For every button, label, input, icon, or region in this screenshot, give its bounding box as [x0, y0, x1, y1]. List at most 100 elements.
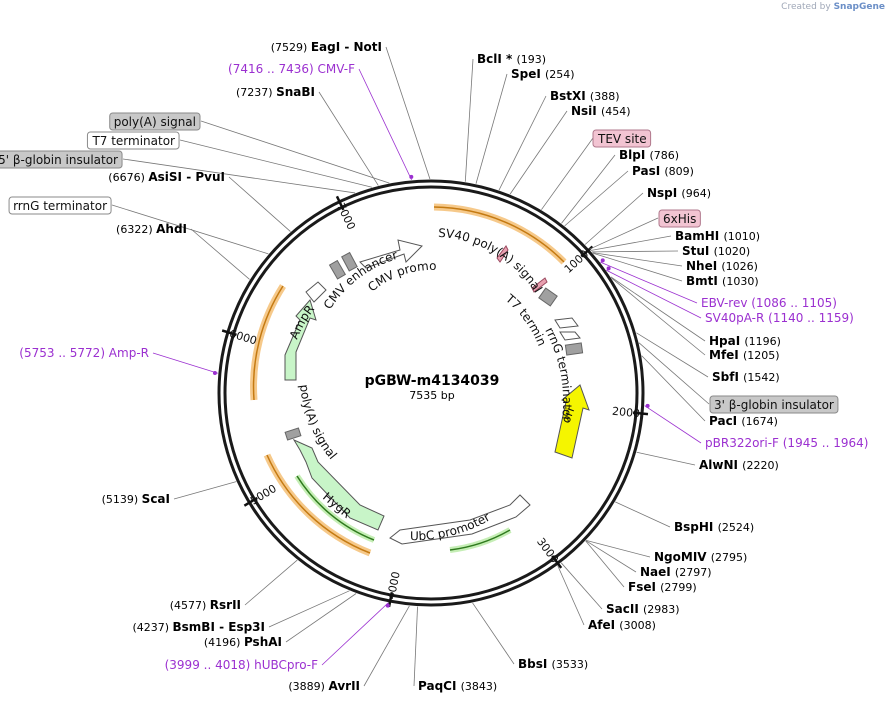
label-leader	[111, 204, 269, 255]
enzyme-position: (2524)	[718, 521, 755, 534]
t7-box	[554, 317, 579, 329]
enzyme-name: SbfI	[712, 370, 743, 384]
label-ori: ori	[559, 406, 577, 425]
enzyme-name: EagI - NotI	[311, 40, 382, 54]
enzyme-name: NaeI	[640, 565, 675, 579]
polya-box-3	[284, 427, 302, 441]
enzyme-site-label: (4577) RsrII	[170, 598, 241, 612]
leader-layer	[111, 46, 710, 687]
label-leader	[244, 559, 298, 606]
primer-site	[385, 603, 390, 608]
enzyme-site-label: (7529) EagI - NotI	[271, 40, 382, 54]
label-leader	[475, 73, 508, 184]
label-leader	[605, 269, 702, 319]
rrng-box	[559, 331, 581, 341]
label-leader	[591, 250, 679, 253]
enzyme-position: (6322)	[116, 223, 156, 236]
feature-box	[0, 150, 123, 169]
label-leader	[560, 562, 603, 610]
feature-box-label: rrnG terminator	[13, 199, 107, 213]
inner-features	[284, 239, 590, 545]
enzyme-site-label: (6322) AhdI	[116, 222, 187, 236]
enzyme-site-label: PaqCI (3843)	[418, 679, 497, 693]
enzyme-name: BsmBI - Esp3I	[173, 620, 265, 634]
feature-box	[658, 209, 701, 228]
tick-mark	[335, 195, 345, 211]
enzyme-name: BbsI	[518, 657, 552, 671]
enzyme-name: PasI	[632, 164, 664, 178]
tick-label: 7000	[334, 201, 358, 232]
polya-box-2	[341, 251, 358, 272]
enzyme-position: (193)	[516, 53, 546, 66]
enzyme-site-label: BmtI (1030)	[686, 274, 759, 288]
label-leader	[641, 355, 706, 422]
primer-label: SV40pA-R (1140 .. 1159)	[705, 311, 854, 325]
label-leader	[561, 154, 616, 224]
watermark-text: Created by	[781, 2, 831, 12]
enzyme-position: (4237)	[132, 621, 172, 634]
enzyme-name: SacII	[606, 602, 643, 616]
orange-arc-2-core	[252, 285, 284, 401]
label-leader	[541, 137, 594, 210]
label-leader	[385, 46, 431, 180]
enzyme-site-label: (6676) AsiSI - PvuI	[108, 170, 225, 184]
enzyme-name: PaqCI	[418, 679, 461, 693]
enzyme-position: (1020)	[714, 245, 751, 258]
enzyme-site-label: (5139) ScaI	[102, 492, 170, 506]
label-layer: (7529) EagI - NotI(7237) SnaBI(6676) Asi…	[0, 40, 868, 693]
feature-box-label: 5' β-globin insulator	[0, 153, 118, 167]
enzyme-name: AfeI	[588, 618, 619, 632]
label-leader	[268, 590, 350, 628]
enzyme-site-label: PacI (1674)	[709, 414, 778, 428]
label-leader	[363, 605, 410, 687]
primer-label: EBV-rev (1086 .. 1105)	[701, 296, 837, 310]
label-leader	[509, 110, 568, 195]
green-arc-2-core	[449, 529, 511, 551]
enzyme-site-label: StuI (1020)	[682, 244, 750, 258]
polya-box-1	[328, 259, 347, 280]
enzyme-position: (388)	[590, 90, 620, 103]
label-leader	[321, 602, 389, 666]
enzyme-site-label: NheI (1026)	[686, 259, 758, 273]
label-leader	[592, 252, 683, 282]
primer-site	[600, 258, 605, 263]
enzyme-name: HpaI	[709, 334, 744, 348]
enzyme-site-label: BbsI (3533)	[518, 657, 588, 671]
enzyme-position: (1010)	[723, 230, 760, 243]
enzyme-site-label: SbfI (1542)	[712, 370, 780, 384]
label-leader	[586, 540, 651, 558]
green-arc-1-core	[296, 475, 375, 541]
label-leader	[122, 158, 356, 194]
enzyme-position: (6676)	[108, 171, 148, 184]
enzyme-site-label: NgoMIV (2795)	[654, 550, 747, 564]
tick-mark	[221, 329, 237, 336]
feature-box	[709, 395, 839, 414]
enzyme-position: (1030)	[722, 275, 759, 288]
enzyme-name: NspI	[647, 186, 681, 200]
enzyme-position: (2220)	[742, 459, 779, 472]
label-leader	[615, 501, 671, 528]
enzyme-name: AlwNI	[699, 458, 742, 472]
enzyme-site-label: NsiI (454)	[571, 104, 631, 118]
label-leader	[557, 565, 585, 626]
enzyme-name: BmtI	[686, 274, 722, 288]
enzyme-position: (3843)	[461, 680, 498, 693]
enzyme-position: (2797)	[675, 566, 712, 579]
orange-arc-3-core	[266, 454, 371, 554]
enzyme-name: NgoMIV	[654, 550, 711, 564]
enzyme-site-label: BamHI (1010)	[675, 229, 760, 243]
enzyme-name: BamHI	[675, 229, 723, 243]
feature-box	[109, 112, 201, 131]
enzyme-name: AsiSI - PvuI	[148, 170, 225, 184]
orange-arc-2	[250, 284, 286, 401]
watermark: Created by SnapGene	[781, 2, 885, 12]
orange-arc-1-core	[433, 206, 565, 263]
cmv-enhancer-arrow	[359, 239, 423, 269]
enzyme-position: (1674)	[741, 415, 778, 428]
enzyme-site-label: (4237) BsmBI - Esp3I	[132, 620, 265, 634]
backbone-inner	[223, 185, 639, 601]
primer-label: (5753 .. 5772) Amp-R	[19, 346, 149, 360]
primer-site	[606, 266, 611, 271]
enzyme-position: (4196)	[204, 636, 244, 649]
